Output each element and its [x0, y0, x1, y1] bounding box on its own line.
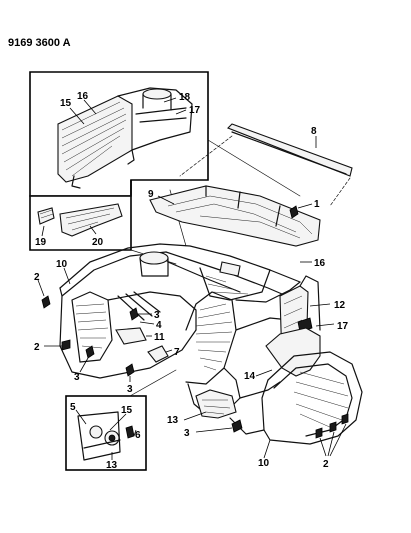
- callout-16: 16: [77, 91, 89, 102]
- screw-3-upper: [129, 307, 139, 321]
- cowl-grille-vent: [219, 261, 241, 277]
- lower-detail-frame: [65, 395, 147, 471]
- screw-2-top: [41, 295, 51, 309]
- callout-9: 9: [148, 189, 154, 200]
- callout-13-detail: 13: [106, 460, 118, 471]
- cowl-panel-9: [149, 185, 321, 247]
- callout-3-upper: 3: [154, 310, 160, 321]
- screw-2a: [315, 427, 323, 439]
- bracket-7: [147, 345, 169, 363]
- callout-4: 4: [156, 320, 162, 331]
- left-fasteners: 2 10 2 3 3 3 4 11 7: [34, 259, 180, 395]
- callout-17-main: 17: [337, 321, 349, 332]
- screw-2-mid: [61, 339, 71, 351]
- callout-12: 12: [334, 300, 346, 311]
- screw-3-bottom: [125, 363, 135, 377]
- screw-3-lower: [231, 419, 243, 433]
- bracket-11: [115, 327, 147, 345]
- bracket-detail: 19 20: [35, 203, 123, 248]
- shock-tower-right: [185, 291, 237, 385]
- screw-2b: [329, 421, 337, 433]
- callout-13-main: 13: [167, 415, 179, 426]
- blower-housing: [117, 87, 193, 151]
- mount-plate: [77, 411, 121, 461]
- fender-liner: 2 10 14: [229, 327, 363, 470]
- callout-20: 20: [92, 237, 104, 248]
- bracket-part-20: [59, 203, 123, 237]
- screw-3-left: [85, 345, 95, 359]
- callout-15-detail: 15: [121, 405, 133, 416]
- callout-15: 15: [60, 98, 72, 109]
- callout-7: 7: [174, 347, 180, 358]
- clip-part-19: [37, 207, 55, 225]
- screw-2c: [341, 413, 349, 425]
- inset-detail-box: 15 16 18 17 19 20: [29, 71, 209, 251]
- lower-detail-box: 5 15 6 13: [65, 369, 177, 471]
- callout-3-lower: 3: [184, 428, 190, 439]
- callout-8: 8: [311, 126, 317, 137]
- blower-motor-top: [142, 88, 172, 100]
- diagram-code: 9169 3600 A: [8, 37, 71, 49]
- radiator-support-left: [71, 291, 113, 363]
- callout-5: 5: [70, 402, 76, 413]
- callout-6: 6: [135, 430, 141, 441]
- apron-top-edge: [59, 243, 301, 289]
- cowl-weatherstrip: 8: [179, 123, 353, 207]
- callout-19: 19: [35, 237, 47, 248]
- left-rail: [59, 287, 197, 379]
- wheelhouse-arch: [267, 351, 363, 445]
- shock-tower-top: [139, 251, 169, 265]
- callout-17: 17: [189, 105, 201, 116]
- callout-10-liner: 10: [258, 458, 270, 469]
- callout-2-liner: 2: [323, 459, 329, 470]
- liner-upper: [265, 327, 321, 377]
- callout-10-main: 10: [56, 259, 68, 270]
- callout-2-mid: 2: [34, 342, 40, 353]
- callout-11: 11: [154, 332, 165, 343]
- callout-18: 18: [179, 92, 191, 103]
- callout-2-top: 2: [34, 272, 40, 283]
- cowl-top-panel: 9 1: [148, 185, 321, 247]
- weatherstrip-8: [227, 123, 353, 177]
- cowl-plenum-detail: 15 16 18 17: [57, 87, 201, 189]
- splash-shield-13: [195, 389, 237, 419]
- callout-3-left: 3: [74, 372, 80, 383]
- plenum-panel: [57, 95, 133, 183]
- callout-14: 14: [244, 371, 256, 382]
- callout-3-bottom: 3: [127, 384, 133, 395]
- callout-16-main: 16: [314, 258, 326, 269]
- splash-shield: 13 3: [167, 389, 243, 439]
- screw-1: [289, 205, 299, 219]
- callout-1: 1: [314, 199, 320, 210]
- grommet-15: [89, 425, 103, 439]
